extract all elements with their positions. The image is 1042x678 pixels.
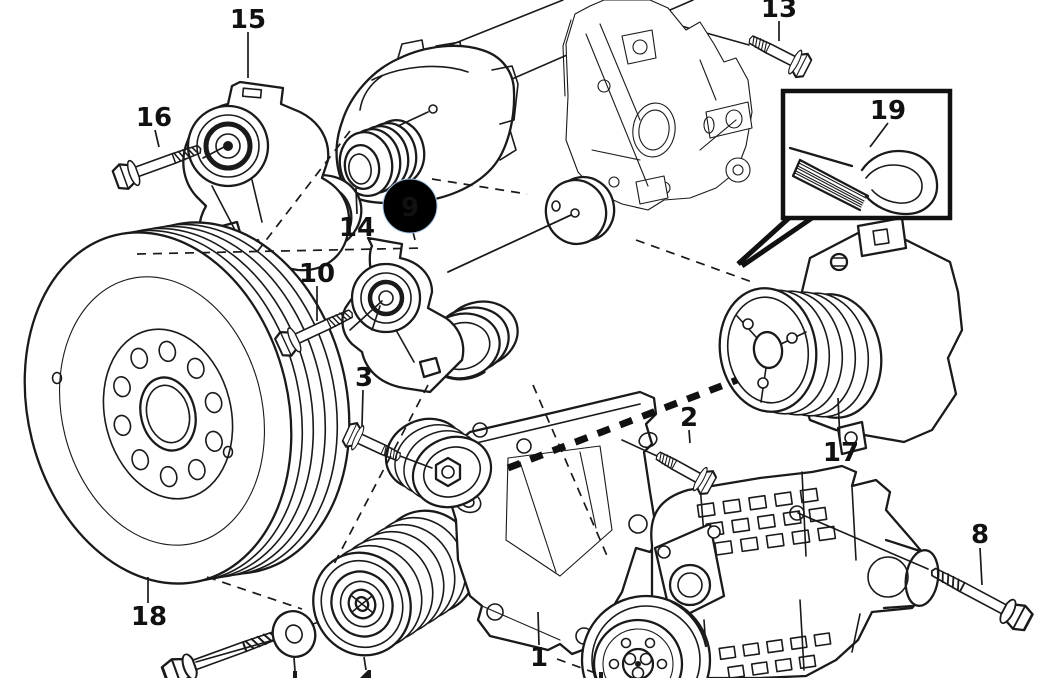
callout-1[interactable]: 1 (530, 643, 548, 673)
callout-16[interactable]: 16 (136, 103, 172, 133)
callout-13[interactable]: 13 (761, 0, 797, 24)
callout-3[interactable]: 3 (355, 363, 373, 393)
washer-illustration (271, 610, 317, 658)
belt-tensioner-15-illustration (182, 80, 363, 272)
callout-9-selected[interactable]: 9 (401, 193, 419, 223)
callout-2[interactable]: 2 (680, 403, 698, 433)
callout-14[interactable]: 14 (339, 213, 375, 243)
selected-part-highlight (382, 178, 438, 234)
bolt-16-illustration (110, 135, 225, 193)
callout-10[interactable]: 10 (299, 259, 335, 289)
pump-illustration (580, 464, 940, 678)
bolt-2-illustration (621, 439, 720, 498)
callout-18[interactable]: 18 (131, 602, 167, 632)
alternator-illustration (335, 39, 519, 205)
engine-cover-disc-illustration (447, 175, 616, 273)
crankshaft-pulley-illustration (23, 221, 351, 585)
callout-8[interactable]: 8 (971, 520, 989, 550)
callout-15[interactable]: 15 (230, 5, 266, 35)
belt-tensioner-9-illustration (341, 236, 519, 394)
serpentine-belt-illustration (788, 146, 939, 216)
bolt-3-illustration (339, 419, 433, 471)
assembly-reference-lines (136, 130, 753, 675)
mounting-bracket-illustration (448, 390, 660, 656)
engine-bracket-housing-illustration (562, 0, 753, 211)
compressor-illustration (718, 216, 964, 456)
callout-17[interactable]: 17 (823, 438, 859, 468)
bolt-10-illustration (272, 214, 572, 361)
callout-labels: 15 16 13 19 14 9 10 3 2 17 8 18 1 (131, 0, 989, 673)
belt-routing-line (506, 376, 739, 472)
idler-roller-illustration (384, 417, 493, 509)
belt-detail-inset (736, 88, 953, 269)
freewheel-pulley-illustration (312, 509, 478, 657)
callout-19[interactable]: 19 (870, 96, 906, 126)
cutoff-callout-marks (293, 656, 603, 678)
bolt-8-illustration (797, 512, 1036, 635)
